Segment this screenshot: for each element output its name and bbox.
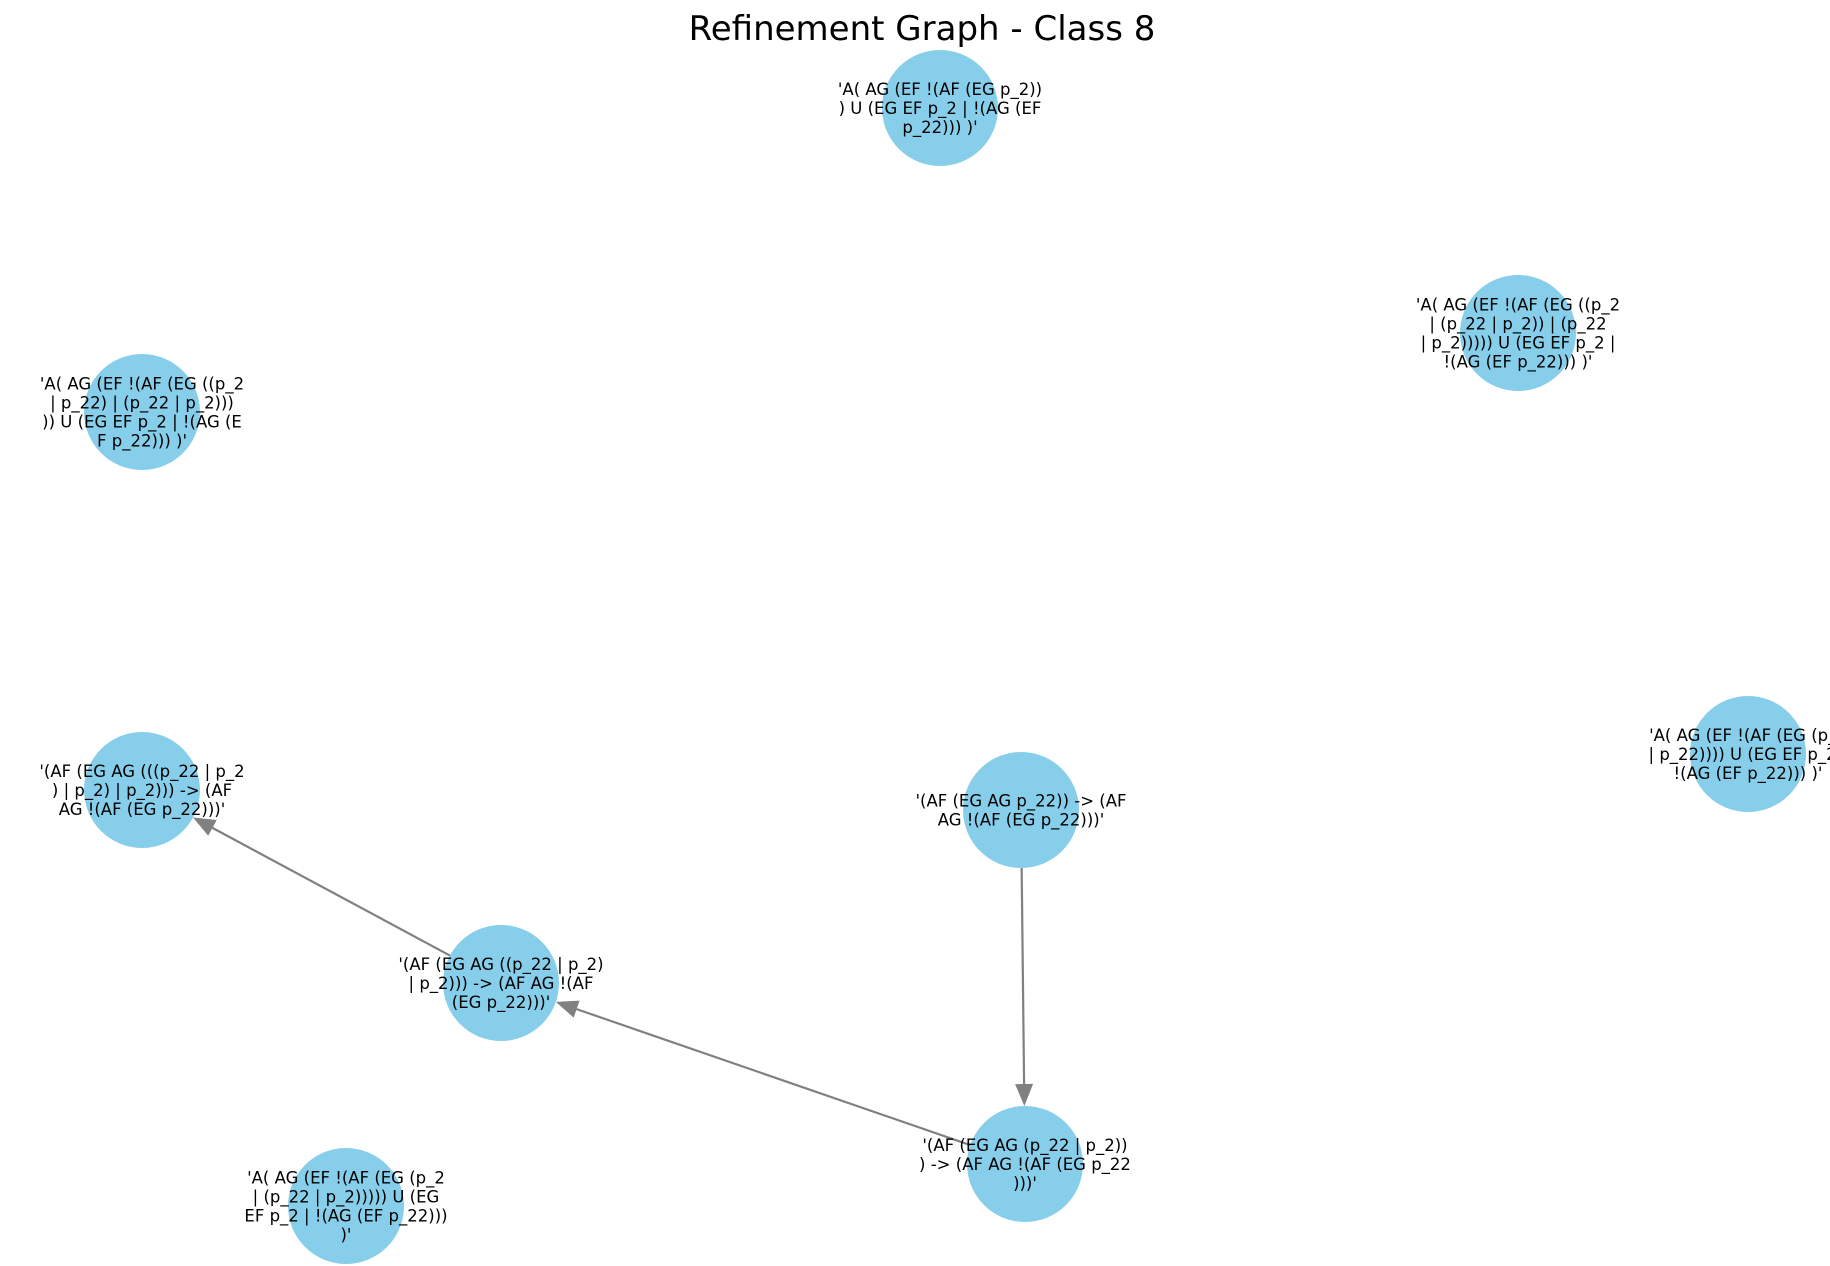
node-label-line: 'A( AG (EF !(AF (EG ((p_2 bbox=[1416, 296, 1620, 316]
node-circle bbox=[963, 752, 1079, 868]
node-label-line: '(AF (EG AG (p_22 | p_2)) bbox=[922, 1136, 1127, 1156]
graph-edge bbox=[1015, 867, 1034, 1107]
node-label-line: '(AF (EG AG p_22)) -> (AF bbox=[916, 792, 1127, 812]
graph-node: 'A( AG (EF !(AF (EG (p_2| (p_22 | p_2)))… bbox=[244, 1148, 448, 1264]
node-circle bbox=[443, 925, 559, 1041]
node-circle bbox=[1460, 275, 1576, 391]
node-label-line: 'A( AG (EF !(AF (EG ((p_2 bbox=[40, 375, 244, 395]
node-label-line: 'A( AG (EF !(AF (EG (p_2 bbox=[247, 1169, 445, 1189]
node-label-line: | (p_22 | p_2)) | (p_22 bbox=[1429, 315, 1606, 335]
node-label-line: )) U (EG EF p_2 | !(AG (E bbox=[42, 413, 242, 433]
graph-edge bbox=[555, 1000, 971, 1147]
node-label-line: AG !(AF (EG p_22)))' bbox=[938, 811, 1105, 831]
node-label-line: F p_22))) )' bbox=[97, 432, 187, 452]
graph-node: '(AF (EG AG ((p_22 | p_2)| p_2))) -> (AF… bbox=[398, 925, 604, 1041]
node-label-line: | p_2))))) U (EG EF p_2 | bbox=[1421, 334, 1616, 354]
graph-node: 'A( AG (EF !(AF (EG (p_2| p_22)))) U (EG… bbox=[1649, 696, 1830, 812]
graph-node: 'A( AG (EF !(AF (EG ((p_2| p_22) | (p_22… bbox=[40, 354, 244, 470]
node-label-line: | (p_22 | p_2))))) U (EG bbox=[253, 1188, 440, 1208]
node-label-line: EF p_2 | !(AG (EF p_22))) bbox=[244, 1207, 447, 1227]
node-circle bbox=[84, 354, 200, 470]
node-circle bbox=[84, 732, 200, 848]
node-label-line: 'A( AG (EF !(AF (EG p_2)) bbox=[838, 80, 1042, 100]
node-label-line: 'A( AG (EF !(AF (EG (p_2 bbox=[1649, 726, 1830, 746]
node-circle bbox=[288, 1148, 404, 1264]
edges-layer bbox=[193, 817, 1034, 1147]
arrowhead-icon bbox=[555, 1000, 580, 1018]
node-label-line: !(AG (EF p_22))) )' bbox=[1674, 764, 1823, 784]
node-label-line: )' bbox=[341, 1226, 352, 1245]
edge-line bbox=[211, 826, 451, 957]
node-label-line: | p_22) | (p_22 | p_2))) bbox=[50, 394, 234, 414]
node-label-line: AG !(AF (EG p_22)))' bbox=[59, 800, 226, 820]
node-label-line: )))' bbox=[1013, 1174, 1037, 1193]
arrowhead-icon bbox=[1015, 1083, 1034, 1107]
node-label-line: | p_2))) -> (AF AG !(AF bbox=[409, 974, 594, 994]
node-circle bbox=[967, 1106, 1083, 1222]
node-label-line: ) -> (AF AG !(AF (EG p_22 bbox=[919, 1155, 1131, 1175]
graph-node: '(AF (EG AG (p_22 | p_2))) -> (AF AG !(A… bbox=[919, 1106, 1131, 1222]
node-label-line: p_22))) )' bbox=[902, 118, 977, 138]
node-circle bbox=[1690, 696, 1806, 812]
node-circle bbox=[882, 50, 998, 166]
node-label-line: '(AF (EG AG ((p_22 | p_2) bbox=[398, 955, 603, 975]
node-label-line: ) | p_2) | p_2))) -> (AF bbox=[52, 781, 232, 801]
node-label-line: '(AF (EG AG (((p_22 | p_2 bbox=[39, 762, 244, 782]
node-label-line: | p_22)))) U (EG EF p_2 | bbox=[1649, 745, 1830, 765]
edge-line bbox=[576, 1008, 971, 1147]
graph-edge bbox=[193, 817, 451, 957]
graph-node: '(AF (EG AG (((p_22 | p_2) | p_2) | p_2)… bbox=[39, 732, 245, 848]
graph-node: 'A( AG (EF !(AF (EG ((p_2| (p_22 | p_2))… bbox=[1416, 275, 1620, 391]
node-label-line: (EG p_22)))' bbox=[452, 993, 550, 1013]
graph-node: 'A( AG (EF !(AF (EG p_2))) U (EG EF p_2 … bbox=[838, 50, 1042, 166]
nodes-layer: 'A( AG (EF !(AF (EG p_2))) U (EG EF p_2 … bbox=[39, 50, 1830, 1264]
node-label-line: !(AG (EF p_22))) )' bbox=[1444, 353, 1593, 373]
graph-title: Refinement Graph - Class 8 bbox=[689, 9, 1156, 49]
node-label-line: ) U (EG EF p_2 | !(AG (EF bbox=[839, 99, 1042, 119]
arrowhead-icon bbox=[193, 817, 217, 836]
edge-line bbox=[1020, 867, 1026, 1085]
